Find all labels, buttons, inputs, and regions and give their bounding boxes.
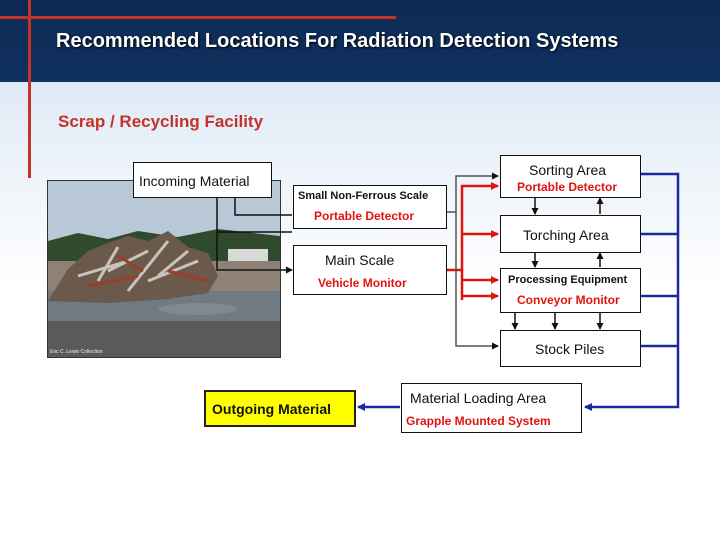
small-scale-label: Small Non-Ferrous Scale: [298, 190, 429, 202]
processing-equipment-box: Processing Equipment Conveyor Monitor: [500, 268, 641, 313]
small-scale-detector: Portable Detector: [314, 209, 415, 223]
material-loading-detector: Grapple Mounted System: [406, 414, 551, 428]
header-accent-vertical: [28, 0, 31, 82]
torching-area-label: Torching Area: [523, 227, 609, 243]
sorting-area-box: Sorting Area Portable Detector: [500, 155, 641, 198]
processing-equipment-detector: Conveyor Monitor: [517, 293, 620, 307]
main-scale-label: Main Scale: [325, 252, 395, 268]
page-title: Recommended Locations For Radiation Dete…: [56, 30, 619, 52]
sorting-area-detector: Portable Detector: [517, 180, 618, 194]
small-non-ferrous-scale-box: Small Non-Ferrous Scale Portable Detecto…: [293, 185, 447, 229]
scrap-yard-image: [48, 181, 280, 357]
incoming-material-box: Incoming Material: [133, 162, 272, 198]
photo-credit: Eric C. Lewis Collection: [50, 349, 103, 355]
scrap-yard-photo: Eric C. Lewis Collection: [47, 180, 281, 358]
incoming-material-label: Incoming Material: [139, 173, 250, 189]
material-loading-area-box: Material Loading Area Grapple Mounted Sy…: [401, 383, 582, 433]
main-scale-detector: Vehicle Monitor: [318, 276, 407, 290]
stock-piles-label: Stock Piles: [535, 341, 605, 357]
processing-equipment-label: Processing Equipment: [508, 274, 628, 286]
material-loading-label: Material Loading Area: [410, 390, 547, 406]
left-accent-line: [28, 82, 31, 178]
outgoing-material-box: Outgoing Material: [204, 390, 356, 427]
sorting-area-label: Sorting Area: [529, 162, 607, 178]
stock-piles-box: Stock Piles: [500, 330, 641, 367]
main-scale-box: Main Scale Vehicle Monitor: [293, 245, 447, 295]
outgoing-material-label: Outgoing Material: [212, 401, 331, 417]
torching-area-box: Torching Area: [500, 215, 641, 253]
slide-subtitle: Scrap / Recycling Facility: [58, 112, 264, 131]
incoming-to-main-scale-line: [216, 232, 293, 274]
to-loading-line: [584, 172, 680, 411]
header-bar: Recommended Locations For Radiation Dete…: [0, 0, 720, 82]
header-accent-line: [0, 16, 396, 19]
